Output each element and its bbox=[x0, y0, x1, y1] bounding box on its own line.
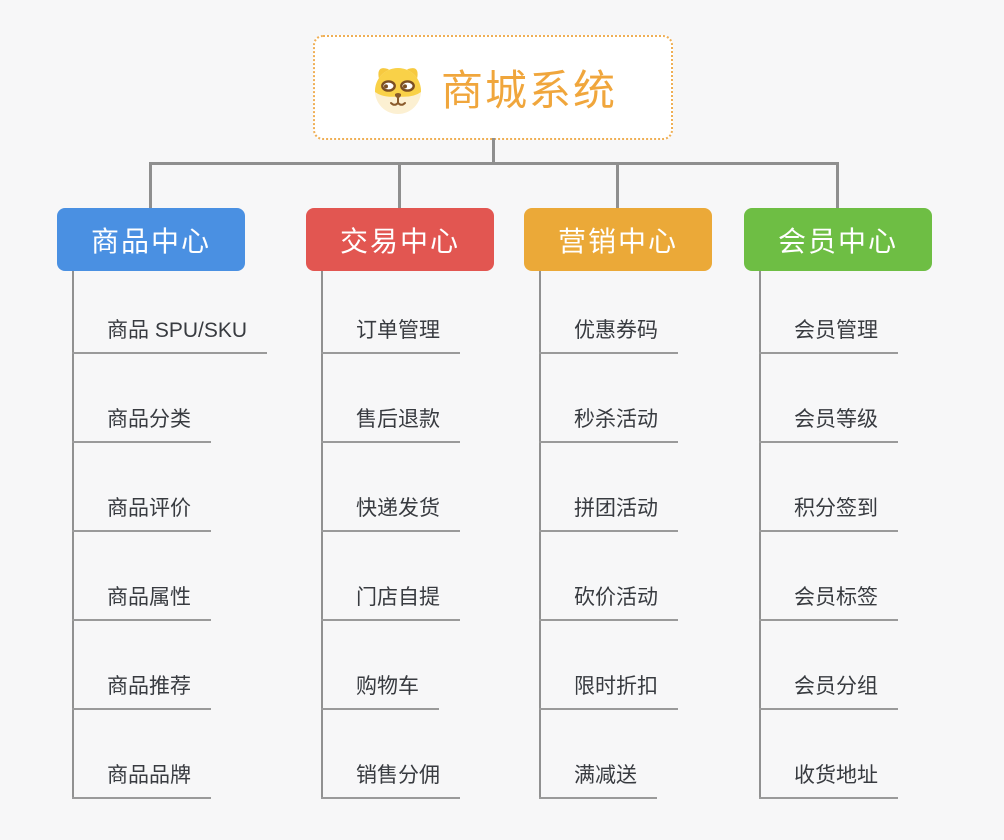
list-item: 商品 SPU/SKU bbox=[72, 265, 268, 354]
list-item: 会员标签 bbox=[759, 532, 898, 621]
branch-children-marketing: 优惠券码 秒杀活动 拼团活动 砍价活动 限时折扣 满减送 bbox=[539, 265, 678, 799]
subtopic-item[interactable]: 优惠券码 bbox=[539, 314, 678, 354]
list-item: 积分签到 bbox=[759, 443, 898, 532]
list-item: 商品分类 bbox=[72, 354, 267, 443]
connector-drop-marketing bbox=[616, 162, 619, 208]
list-item: 售后退款 bbox=[321, 354, 460, 443]
subtopic-item[interactable]: 收货地址 bbox=[759, 759, 898, 799]
connector-drop-trade bbox=[398, 162, 401, 208]
branch-children-member: 会员管理 会员等级 积分签到 会员标签 会员分组 收货地址 bbox=[759, 265, 898, 799]
subtopic-item[interactable]: 砍价活动 bbox=[539, 581, 678, 621]
trunk-line-member bbox=[759, 271, 761, 799]
list-item: 优惠券码 bbox=[539, 265, 678, 354]
connector-root-stub bbox=[492, 138, 495, 165]
subtopic-item[interactable]: 商品评价 bbox=[72, 492, 211, 532]
subtopic-item[interactable]: 商品 SPU/SKU bbox=[72, 314, 268, 354]
list-item: 购物车 bbox=[321, 621, 460, 710]
subtopic-item[interactable]: 会员标签 bbox=[759, 581, 898, 621]
subtopic-item[interactable]: 订单管理 bbox=[321, 314, 460, 354]
subtopic-item[interactable]: 售后退款 bbox=[321, 403, 460, 443]
subtopic-item[interactable]: 门店自提 bbox=[321, 581, 460, 621]
list-item: 砍价活动 bbox=[539, 532, 678, 621]
subtopic-item[interactable]: 积分签到 bbox=[759, 492, 898, 532]
connector-drop-member bbox=[836, 162, 839, 208]
branch-children-product: 商品 SPU/SKU 商品分类 商品评价 商品属性 商品推荐 商品品牌 bbox=[72, 265, 268, 799]
root-topic-node[interactable]: 商城系统 bbox=[313, 35, 673, 140]
list-item: 限时折扣 bbox=[539, 621, 678, 710]
trunk-line-product bbox=[72, 271, 74, 799]
subtopic-item[interactable]: 商品推荐 bbox=[72, 670, 211, 710]
connector-horizontal-bar bbox=[149, 162, 839, 165]
list-item: 秒杀活动 bbox=[539, 354, 678, 443]
trunk-line-trade bbox=[321, 271, 323, 799]
branch-node-marketing[interactable]: 营销中心 bbox=[524, 208, 712, 271]
subtopic-item[interactable]: 购物车 bbox=[321, 670, 439, 710]
subtopic-item[interactable]: 会员管理 bbox=[759, 314, 898, 354]
subtopic-item[interactable]: 商品属性 bbox=[72, 581, 211, 621]
branch-children-trade: 订单管理 售后退款 快递发货 门店自提 购物车 销售分佣 bbox=[321, 265, 460, 799]
subtopic-item[interactable]: 会员分组 bbox=[759, 670, 898, 710]
branch-node-trade[interactable]: 交易中心 bbox=[306, 208, 494, 271]
trunk-line-marketing bbox=[539, 271, 541, 799]
subtopic-item[interactable]: 会员等级 bbox=[759, 403, 898, 443]
branch-node-member[interactable]: 会员中心 bbox=[744, 208, 932, 271]
list-item: 会员等级 bbox=[759, 354, 898, 443]
subtopic-item[interactable]: 满减送 bbox=[539, 759, 657, 799]
subtopic-item[interactable]: 商品分类 bbox=[72, 403, 211, 443]
subtopic-item[interactable]: 快递发货 bbox=[321, 492, 460, 532]
list-item: 满减送 bbox=[539, 710, 678, 799]
list-item: 商品推荐 bbox=[72, 621, 267, 710]
subtopic-item[interactable]: 商品品牌 bbox=[72, 759, 211, 799]
list-item: 拼团活动 bbox=[539, 443, 678, 532]
shiba-dog-icon bbox=[374, 67, 421, 114]
branch-node-product[interactable]: 商品中心 bbox=[57, 208, 245, 271]
list-item: 快递发货 bbox=[321, 443, 460, 532]
list-item: 商品评价 bbox=[72, 443, 267, 532]
list-item: 门店自提 bbox=[321, 532, 460, 621]
subtopic-item[interactable]: 销售分佣 bbox=[321, 759, 460, 799]
root-topic-label: 商城系统 bbox=[440, 67, 617, 114]
list-item: 商品属性 bbox=[72, 532, 267, 621]
subtopic-item[interactable]: 秒杀活动 bbox=[539, 403, 678, 443]
list-item: 销售分佣 bbox=[321, 710, 460, 799]
connector-drop-product bbox=[149, 162, 152, 208]
list-item: 会员管理 bbox=[759, 265, 898, 354]
list-item: 会员分组 bbox=[759, 621, 898, 710]
subtopic-item[interactable]: 限时折扣 bbox=[539, 670, 678, 710]
list-item: 收货地址 bbox=[759, 710, 898, 799]
list-item: 订单管理 bbox=[321, 265, 460, 354]
subtopic-item[interactable]: 拼团活动 bbox=[539, 492, 678, 532]
list-item: 商品品牌 bbox=[72, 710, 267, 799]
